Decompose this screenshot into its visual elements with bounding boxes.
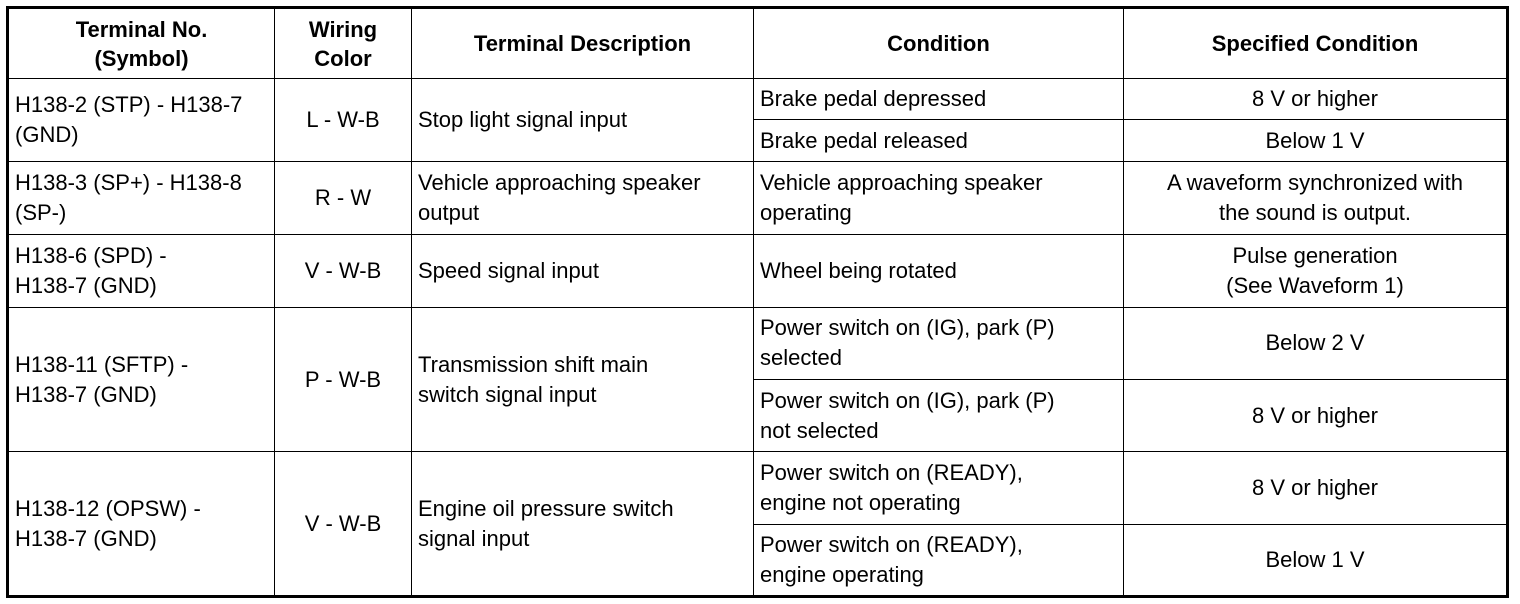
condition-cell: Vehicle approaching speaker operating xyxy=(753,161,1124,235)
description-line: Engine oil pressure switch xyxy=(418,495,674,521)
table-row: H138-12 (OPSW) - H138-7 (GND) V - W-B En… xyxy=(7,451,1508,597)
table-header: Terminal No. (Symbol) Wiring Color Termi… xyxy=(7,7,1508,79)
specified-line: 8 V or higher xyxy=(1252,86,1378,112)
condition-cell: Power switch on (IG), park (P) selected xyxy=(753,306,1124,381)
terminal-line: (SP-) xyxy=(15,199,67,225)
description-cell: Stop light signal input xyxy=(411,77,754,163)
table-row: Power switch on (IG), park (P) not selec… xyxy=(8,379,1508,453)
header-terminal-line-2: (Symbol) xyxy=(94,45,189,71)
condition-line: operating xyxy=(760,199,852,225)
terminal-cell: H138-12 (OPSW) - H138-7 (GND) xyxy=(7,451,275,597)
table-row: Brake pedal released Below 1 V xyxy=(8,119,1508,163)
description-line: Speed signal input xyxy=(418,257,600,283)
terminal-line: H138-2 (STP) - H138-7 xyxy=(15,92,243,118)
condition-cell: Brake pedal depressed xyxy=(753,77,1124,121)
condition-line: Power switch on (READY), xyxy=(760,531,1023,557)
terminal-cell: H138-3 (SP+) - H138-8 (SP-) xyxy=(7,161,275,235)
table-row: H138-2 (STP) - H138-7 (GND) L - W-B Stop… xyxy=(7,77,1508,163)
condition-cell: Brake pedal released xyxy=(753,119,1124,163)
description-cell: Speed signal input xyxy=(411,233,754,308)
header-terminal: Terminal No. (Symbol) xyxy=(7,7,275,79)
table-row: Power switch on (READY), engine operatin… xyxy=(8,523,1508,598)
description-line: Transmission shift main xyxy=(418,351,649,377)
specified-line: Below 1 V xyxy=(1265,127,1365,153)
description-line: output xyxy=(418,199,480,225)
terminal-line: H138-11 (SFTP) - xyxy=(15,351,189,377)
description-cell: Vehicle approaching speaker output xyxy=(411,161,754,235)
wiring-cell: P - W-B xyxy=(274,306,412,453)
terminal-cell: H138-11 (SFTP) - H138-7 (GND) xyxy=(7,306,275,453)
terminal-line: H138-7 (GND) xyxy=(15,272,157,298)
description-line: Stop light signal input xyxy=(418,107,628,133)
condition-line: selected xyxy=(760,345,842,371)
table-body: H138-2 (STP) - H138-7 (GND) L - W-B Stop… xyxy=(7,77,1508,598)
specified-cell: 8 V or higher xyxy=(1123,451,1508,525)
header-wiring: Wiring Color xyxy=(274,7,412,79)
condition-line: Vehicle approaching speaker xyxy=(760,169,1043,195)
description-line: signal input xyxy=(418,525,530,551)
wiring-cell: V - W-B xyxy=(274,451,412,597)
description-cell: Engine oil pressure switch signal input xyxy=(411,451,754,597)
specified-line: Below 1 V xyxy=(1265,546,1365,572)
condition-line: engine not operating xyxy=(760,490,961,516)
condition-line: Power switch on (IG), park (P) xyxy=(760,315,1055,341)
wiring-cell: L - W-B xyxy=(274,77,412,163)
header-specified: Specified Condition xyxy=(1123,7,1508,79)
specified-cell: A waveform synchronized with the sound i… xyxy=(1123,161,1508,235)
condition-cell: Power switch on (READY), engine not oper… xyxy=(753,451,1124,525)
terminal-inspection-table: Terminal No. (Symbol) Wiring Color Termi… xyxy=(6,6,1509,598)
specified-cell: 8 V or higher xyxy=(1123,379,1508,453)
table-row: H138-6 (SPD) - H138-7 (GND) V - W-B Spee… xyxy=(7,233,1508,308)
condition-cell: Wheel being rotated xyxy=(753,233,1124,308)
terminal-line: H138-7 (GND) xyxy=(15,525,157,551)
header-row: Terminal No. (Symbol) Wiring Color Termi… xyxy=(7,7,1508,79)
description-line: Vehicle approaching speaker xyxy=(418,169,701,195)
specified-cell: Below 1 V xyxy=(1123,119,1508,163)
wiring-cell: R - W xyxy=(274,161,412,235)
condition-line: not selected xyxy=(760,417,879,443)
specified-cell: 8 V or higher xyxy=(1123,77,1508,121)
condition-line: Power switch on (IG), park (P) xyxy=(760,387,1055,413)
header-condition: Condition xyxy=(753,7,1124,79)
specified-line: 8 V or higher xyxy=(1252,475,1378,501)
condition-cell: Power switch on (IG), park (P) not selec… xyxy=(753,379,1124,453)
terminal-line: H138-6 (SPD) - xyxy=(15,242,167,268)
condition-line: Power switch on (READY), xyxy=(760,460,1023,486)
specified-line: Pulse generation xyxy=(1232,242,1398,268)
specified-cell: Pulse generation (See Waveform 1) xyxy=(1123,233,1508,308)
header-wiring-line-1: Wiring xyxy=(308,16,378,42)
header-description: Terminal Description xyxy=(411,7,754,79)
condition-line: Wheel being rotated xyxy=(760,257,957,283)
terminal-line: (GND) xyxy=(15,122,79,148)
terminal-cell: H138-2 (STP) - H138-7 (GND) xyxy=(7,77,275,163)
terminal-line: H138-7 (GND) xyxy=(15,381,157,407)
description-cell: Transmission shift main switch signal in… xyxy=(411,306,754,453)
terminal-line: H138-12 (OPSW) - xyxy=(15,495,201,521)
specified-line: A waveform synchronized with xyxy=(1167,169,1463,195)
wiring-cell: V - W-B xyxy=(274,233,412,308)
specified-line: the sound is output. xyxy=(1218,199,1412,225)
header-terminal-line-1: Terminal No. xyxy=(75,16,208,42)
condition-line: engine operating xyxy=(760,561,924,587)
terminal-line: H138-3 (SP+) - H138-8 xyxy=(15,169,242,195)
condition-cell: Power switch on (READY), engine operatin… xyxy=(753,523,1124,598)
specified-line: Below 2 V xyxy=(1265,330,1365,356)
specified-line: (See Waveform 1) xyxy=(1226,272,1404,298)
table-row: H138-11 (SFTP) - H138-7 (GND) P - W-B Tr… xyxy=(7,306,1508,453)
condition-line: Brake pedal depressed xyxy=(760,86,987,112)
table-row: H138-3 (SP+) - H138-8 (SP-) R - W Vehicl… xyxy=(7,161,1508,235)
specified-cell: Below 1 V xyxy=(1123,523,1508,598)
terminal-cell: H138-6 (SPD) - H138-7 (GND) xyxy=(7,233,275,308)
specified-line: 8 V or higher xyxy=(1252,402,1378,428)
header-wiring-line-2: Color xyxy=(314,45,372,71)
description-line: switch signal input xyxy=(418,381,597,407)
specified-cell: Below 2 V xyxy=(1123,306,1508,381)
condition-line: Brake pedal released xyxy=(760,127,968,153)
